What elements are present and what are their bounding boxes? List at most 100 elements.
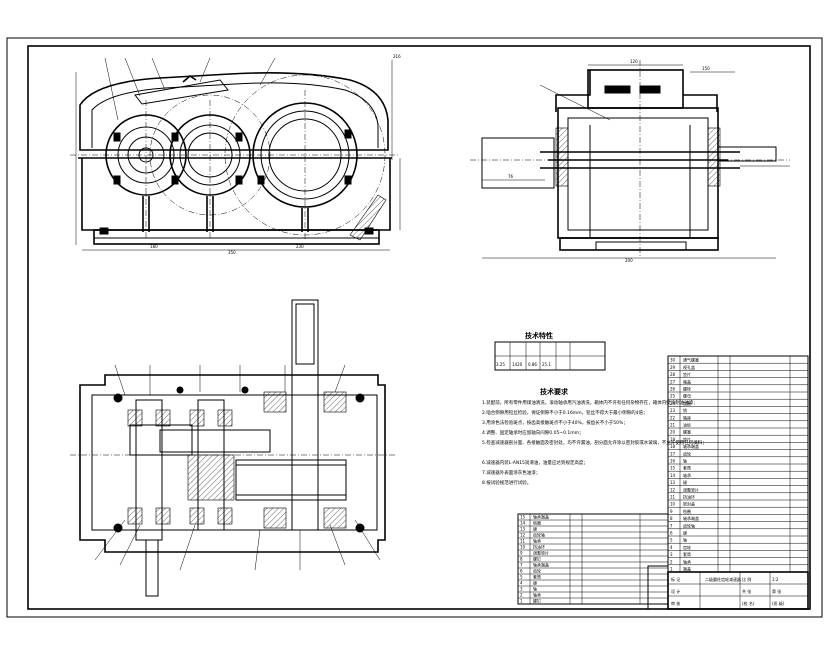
parts-row-number: 24 <box>670 401 676 406</box>
parts-row-number: 28 <box>670 372 676 377</box>
requirement-6: 6.减速器内装L-AN15润滑油，油量应达到规定高度； <box>482 459 588 466</box>
parts-row-number: 9 <box>670 509 673 514</box>
parts-row-number: 18 <box>670 444 676 449</box>
parts-row-number: 8 <box>670 516 673 521</box>
parts-row-name: 螺钉 <box>533 598 541 604</box>
parts-row-number: 22 <box>670 415 676 420</box>
parts-row-name: 箱盖 <box>683 378 691 384</box>
sheet-total: 共 张 <box>742 588 751 594</box>
parts-row-number: 21 <box>670 423 676 428</box>
parts-row-name: 键 <box>533 580 537 586</box>
requirement-1: 1.装配前，所有零件用煤油清洗，滚动轴承用汽油清洗，箱体内不许有任何杂物存在，箱… <box>482 399 698 406</box>
parts-row-number: 16 <box>670 459 676 464</box>
parts-row-number: 14 <box>670 473 676 478</box>
label-review: 审 核 <box>671 600 680 606</box>
parts-row-number: 30 <box>670 358 676 363</box>
drawing-name: 二级圆柱齿轮减速器 <box>705 576 741 582</box>
side-view <box>470 60 790 259</box>
parts-row-name: 键 <box>683 530 687 536</box>
front-view <box>70 57 401 251</box>
parts-row-name: 视孔盖 <box>683 364 695 370</box>
dim-lid-width: 120 <box>630 59 638 64</box>
label-design: 设 计 <box>671 588 680 594</box>
parts-row-name: 齿轮轴 <box>683 522 695 528</box>
parts-row-name: 轴承端盖 <box>533 562 549 568</box>
parts-row-number: 11 <box>670 495 676 500</box>
parts-row-name: 轴承端盖 <box>533 514 549 520</box>
parts-row-name: 螺钉 <box>533 556 541 562</box>
parts-row-number: 10 <box>670 502 676 507</box>
dimension-labels: 350 180 230 200 120 150 76 316 <box>150 54 710 263</box>
parts-row-number: 6 <box>670 531 673 536</box>
school-name: (校 名) <box>742 600 755 606</box>
parts-row-number: 3 <box>520 587 523 592</box>
parts-row-number: 3 <box>670 552 673 557</box>
parts-row-name: 轴 <box>533 586 537 592</box>
parts-row-number: 15 <box>520 515 526 520</box>
parts-row-name: 轴承 <box>533 538 541 544</box>
parts-row-number: 14 <box>520 521 526 526</box>
dim-input-shaft: 76 <box>508 174 514 179</box>
parts-row-name: 通气螺塞 <box>683 357 699 363</box>
feature-speed: 1420 <box>512 362 523 367</box>
parts-row-number: 1 <box>670 567 673 572</box>
parts-row-name: 垫片 <box>683 436 691 442</box>
parts-row-name: 螺栓 <box>683 386 691 392</box>
feature-power: 3.25 <box>496 362 505 367</box>
parts-row-name: 毡圈 <box>533 520 541 526</box>
parts-row-number: 25 <box>670 394 676 399</box>
parts-row-number: 12 <box>670 487 676 492</box>
parts-row-name: 毡圈 <box>683 508 691 514</box>
requirement-2: 2.啮合侧隙用铅丝检验，保证侧隙不小于0.16mm，铅丝不得大于最小侧隙的4倍； <box>482 409 647 416</box>
requirement-7: 7.减速器外表面涂灰色油漆； <box>482 469 540 476</box>
sheet-number: 第 张 <box>772 588 781 594</box>
parts-row-name: 轴承端盖 <box>683 443 699 449</box>
class-name: (班 级) <box>772 600 785 606</box>
parts-row-name: 箱座 <box>683 414 691 420</box>
parts-row-number: 26 <box>670 387 676 392</box>
parts-row-name: 油标 <box>683 422 691 428</box>
tech-features-table: 技术特性 3.25 1420 0.86 25.1 <box>494 331 606 371</box>
parts-row-number: 19 <box>670 437 676 442</box>
dim-overall-length: 350 <box>228 250 236 255</box>
parts-row-name: 挡油环 <box>683 494 695 500</box>
tech-requirements-title: 技术要求 <box>540 387 569 396</box>
parts-row-number: 1 <box>520 599 523 604</box>
parts-row-number: 20 <box>670 430 676 435</box>
parts-row-name: 垫圈 <box>683 400 691 406</box>
dim-centre-distance-2: 230 <box>296 244 304 249</box>
tech-requirements: 技术要求 1.装配前，所有零件用煤油清洗，滚动轴承用汽油清洗，箱体内不许有任何杂… <box>482 387 707 486</box>
requirement-4: 4.调整、固定轴承时应留轴向间隙0.05~0.1mm； <box>482 429 584 436</box>
parts-row-name: 键 <box>533 526 537 532</box>
label-mark: 标 记 <box>671 576 680 582</box>
parts-row-name: 轴承端盖 <box>683 515 699 521</box>
parts-row-name: 套筒 <box>533 574 541 580</box>
feature-ratio: 25.1 <box>542 362 551 367</box>
parts-row-name: 套筒 <box>683 465 691 471</box>
parts-row-name: 轴承 <box>683 472 691 478</box>
parts-row-name: 挡油环 <box>533 544 545 550</box>
tech-features-title: 技术特性 <box>525 331 553 340</box>
parts-row-number: 11 <box>520 539 526 544</box>
parts-row-number: 15 <box>670 466 676 471</box>
parts-row-number: 29 <box>670 365 676 370</box>
requirement-5: 5.检查减速器剖分面、各接触面及密封处，均不许漏油，剖分面允许涂以密封胶或水玻璃… <box>482 439 707 446</box>
title-block: 二级圆柱齿轮减速器 比 例 1:2 共 张 第 张 (校 名) (班 级) 标 … <box>647 565 809 610</box>
dim-centre-distance-1: 180 <box>150 244 158 249</box>
parts-row-number: 12 <box>520 533 526 538</box>
parts-row-name: 齿轮 <box>533 568 541 574</box>
parts-row-number: 2 <box>520 593 523 598</box>
parts-row-number: 13 <box>670 480 676 485</box>
parts-row-number: 4 <box>520 581 523 586</box>
parts-row-number: 9 <box>520 551 523 556</box>
drawing-frame <box>6 37 823 618</box>
scale-label: 比 例 <box>742 576 751 582</box>
parts-row-number: 17 <box>670 451 676 456</box>
requirement-8: 8.按试验规范进行试验。 <box>482 479 531 486</box>
parts-row-number: 5 <box>520 575 523 580</box>
parts-row-name: 轴承 <box>533 592 541 598</box>
parts-row-name: 销 <box>683 407 687 413</box>
parts-row-name: 轴承 <box>683 558 691 564</box>
parts-row-number: 7 <box>670 523 673 528</box>
